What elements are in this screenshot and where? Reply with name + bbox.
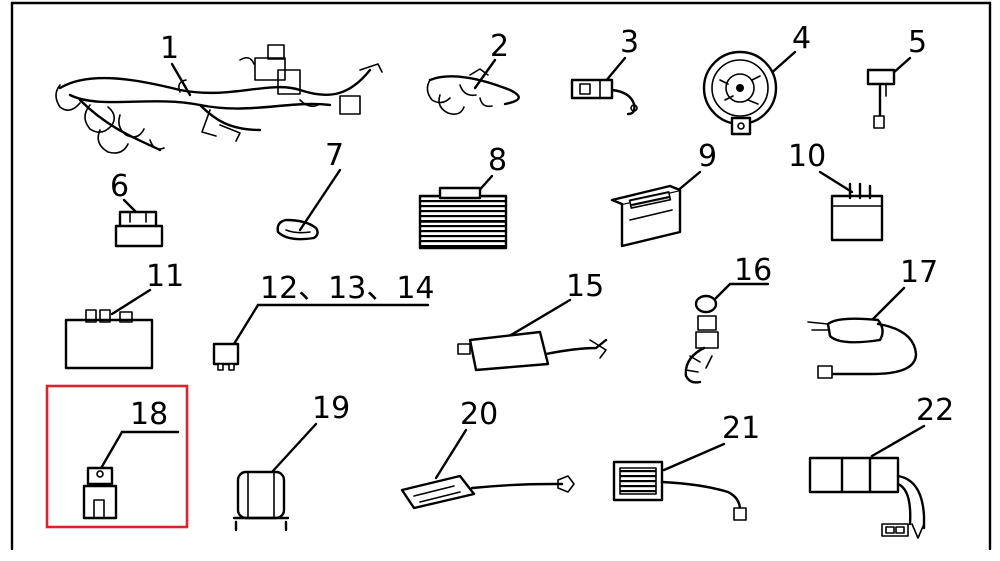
part-12-13-14-fuse[interactable]: 12、13、14 <box>212 271 435 371</box>
part-1-wiring-harness[interactable]: 1 <box>55 31 383 154</box>
part-11-label: 11 <box>146 259 184 294</box>
part-4-label: 4 <box>792 21 811 56</box>
part-22-starter-relay[interactable]: 22 <box>808 393 954 539</box>
part-11-flasher[interactable]: 11 <box>64 259 184 370</box>
part-6-relay[interactable]: 6 <box>110 169 164 248</box>
part-10-cdi[interactable]: 10 <box>788 139 884 242</box>
part-3-connector[interactable]: 3 <box>570 25 639 116</box>
part-15-label: 15 <box>566 269 604 304</box>
part-15-ignition-coil[interactable]: 15 <box>457 269 608 372</box>
part-20-label: 20 <box>460 397 498 432</box>
part-10-label: 10 <box>788 139 826 174</box>
part-5-switch[interactable]: 5 <box>866 25 927 129</box>
part-18-relay[interactable]: 18 <box>45 384 189 529</box>
part-20-rectifier[interactable]: 20 <box>400 397 575 510</box>
part-21-control-unit[interactable]: 21 <box>612 411 760 521</box>
part-1-label: 1 <box>160 31 179 66</box>
part-16-label: 16 <box>734 253 772 288</box>
part-18-label: 18 <box>130 397 168 432</box>
part-9-label: 9 <box>698 139 717 174</box>
part-5-label: 5 <box>908 25 927 60</box>
part-19-label: 19 <box>312 391 350 426</box>
part-3-label: 3 <box>620 25 639 60</box>
part-6-label: 6 <box>110 169 129 204</box>
frame-lines <box>10 1 992 551</box>
part-19-boot[interactable]: 19 <box>232 391 350 532</box>
part-2-label: 2 <box>490 29 509 64</box>
part-18-highlight-box <box>45 384 189 529</box>
part-16-ignition-switch[interactable]: 16 <box>684 253 772 384</box>
part-2-sub-harness[interactable]: 2 <box>426 29 520 115</box>
part-9-battery[interactable]: 9 <box>610 139 717 248</box>
part-8-label: 8 <box>488 143 507 178</box>
part-4-horn[interactable]: 4 <box>702 21 811 136</box>
part-7-clip[interactable]: 7 <box>276 138 344 241</box>
part-21-label: 21 <box>722 411 760 446</box>
part-8-regulator[interactable]: 8 <box>418 143 508 250</box>
part-17-label: 17 <box>900 255 938 290</box>
part-17-spark-lead[interactable]: 17 <box>807 255 938 379</box>
part-22-label: 22 <box>916 393 954 428</box>
part-7-label: 7 <box>325 138 344 173</box>
part-12-label: 12、13、14 <box>260 271 435 306</box>
